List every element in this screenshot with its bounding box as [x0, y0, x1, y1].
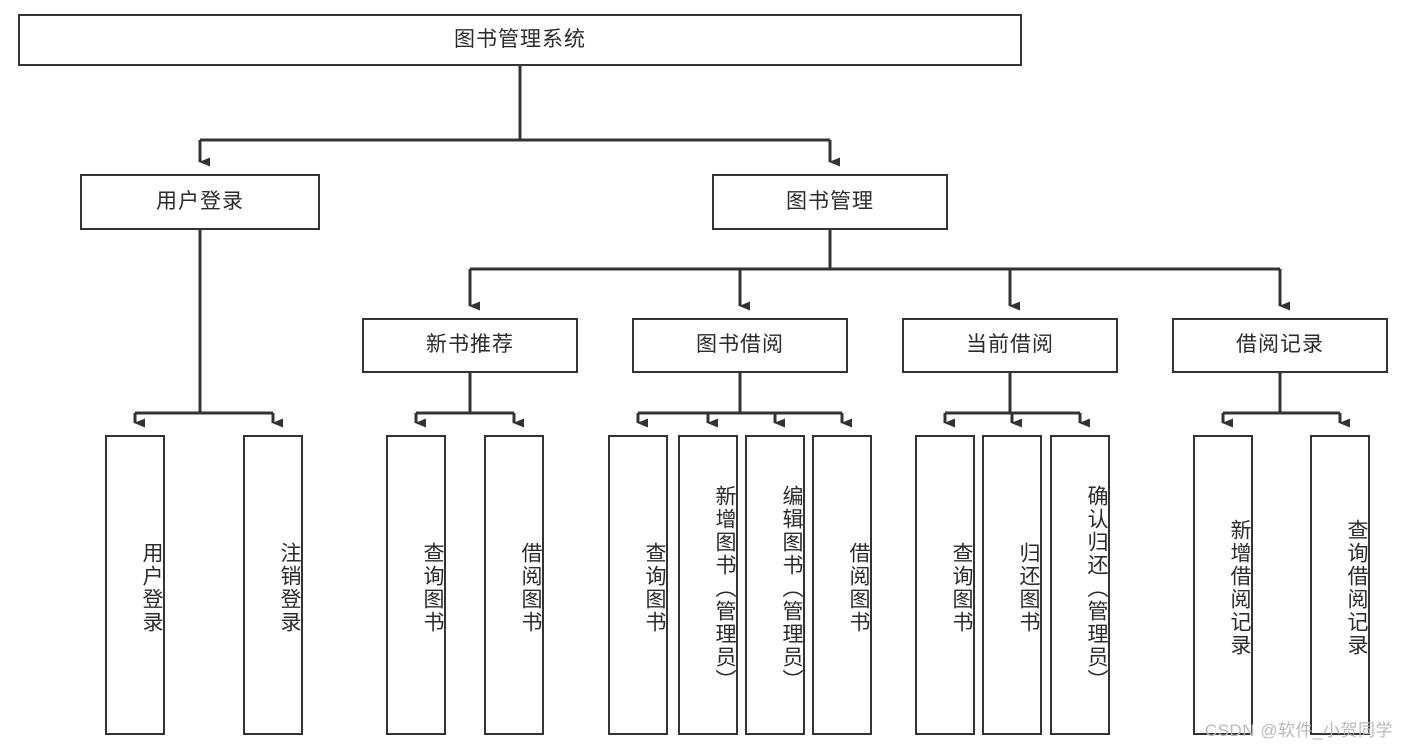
edge-bus-borrow-record: [1223, 373, 1340, 415]
node-leaf-add-rec: 新增借阅记录: [1193, 435, 1253, 735]
node-leaf-return: 归还图书: [982, 435, 1042, 735]
node-leaf-edit-book: 编辑图书（管理员）: [745, 435, 805, 735]
node-root: 图书管理系统: [18, 14, 1022, 66]
node-label: 图书管理: [786, 189, 874, 213]
edge-bus-book-manage: [470, 230, 1280, 271]
node-leaf-query-3: 查询图书: [915, 435, 975, 735]
edge-bus-new-book-rec: [416, 373, 514, 415]
edge-bus-book-borrow: [638, 373, 842, 415]
node-book-manage: 图书管理: [712, 174, 948, 230]
node-label: 注销登录: [278, 542, 301, 634]
node-label: 归还图书: [1017, 542, 1040, 634]
node-label: 借阅记录: [1236, 333, 1324, 357]
node-label: 编辑图书（管理员）: [780, 484, 803, 692]
node-leaf-confirm: 确认归还（管理员）: [1050, 435, 1110, 735]
node-label: 用户登录: [156, 189, 244, 213]
node-label: 新增借阅记录: [1228, 519, 1251, 657]
node-label: 确认归还（管理员）: [1085, 484, 1108, 692]
edge-bus-root: [200, 66, 830, 142]
edge-bus-user-login: [135, 230, 273, 415]
node-label: 借阅图书: [519, 542, 542, 634]
node-label: 图书借阅: [696, 333, 784, 357]
node-leaf-user-login: 用户登录: [105, 435, 165, 735]
node-current-borrow: 当前借阅: [902, 318, 1118, 373]
node-leaf-add-book: 新增图书（管理员）: [678, 435, 738, 735]
edge-bus-current-borrow: [945, 373, 1080, 415]
node-label: 查询图书: [421, 542, 444, 634]
node-label: 当前借阅: [966, 333, 1054, 357]
node-leaf-borrow-1: 借阅图书: [484, 435, 544, 735]
node-label: 新增图书（管理员）: [713, 484, 736, 692]
node-label: 借阅图书: [847, 542, 870, 634]
node-leaf-query-rec: 查询借阅记录: [1310, 435, 1370, 735]
node-label: 查询图书: [950, 542, 973, 634]
node-new-book-rec: 新书推荐: [362, 318, 578, 373]
csdn-watermark: CSDN @软件_小贺同学: [1204, 721, 1393, 740]
node-label: 查询借阅记录: [1345, 519, 1368, 657]
node-label: 新书推荐: [426, 333, 514, 357]
node-label: 用户登录: [140, 542, 163, 634]
node-leaf-query-1: 查询图书: [386, 435, 446, 735]
node-leaf-query-2: 查询图书: [608, 435, 668, 735]
node-leaf-logout: 注销登录: [243, 435, 303, 735]
node-user-login: 用户登录: [80, 174, 320, 230]
node-book-borrow: 图书借阅: [632, 318, 848, 373]
node-leaf-borrow-2: 借阅图书: [812, 435, 872, 735]
node-borrow-record: 借阅记录: [1172, 318, 1388, 373]
node-label: 图书管理系统: [454, 27, 586, 51]
node-label: 查询图书: [643, 542, 666, 634]
